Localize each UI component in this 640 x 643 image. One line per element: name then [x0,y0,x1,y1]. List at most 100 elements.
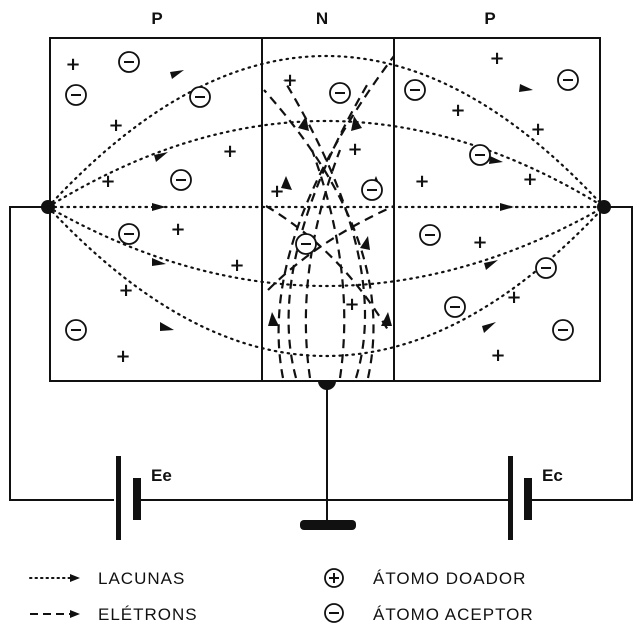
hole-arrow [519,84,533,92]
legend-label-donor: ÁTOMO DOADOR [373,569,526,588]
collector-battery [508,456,532,540]
hole-arrow [484,260,498,270]
legend-item-electrons: ELÉTRONS [30,605,198,624]
hole-path [46,205,606,287]
minus-sign [301,243,311,245]
plus-sign: + [222,141,237,162]
minus-sign [124,233,134,235]
hole-path [46,54,606,209]
legend-label-electrons: ELÉTRONS [98,605,198,624]
hole-arrow [482,322,496,333]
plus-sign: + [344,294,359,315]
base-contact [318,381,336,390]
battery-plate-short [133,478,141,520]
hole-arrow [500,203,514,211]
plus-circle-icon-v [333,573,335,583]
ground-bar [300,520,356,530]
emitter-battery-label: Ee [151,466,172,485]
plus-sign: + [170,219,185,240]
electron-arrowheads [268,116,392,326]
minus-circle-icon [324,603,344,623]
electron-arrow [381,312,392,326]
plus-sign: + [229,255,244,276]
legend-item-holes: LACUNAS [29,569,185,588]
plus-sign: + [347,139,362,160]
crystal-outline [49,37,601,382]
minus-sign [558,329,568,331]
region-label-p-left: P [151,9,162,28]
electron-paths [263,55,395,379]
minus-circle-icon-h [329,612,339,614]
region-label-p-right: P [484,9,495,28]
legend: LACUNAS ELÉTRONS ÁTOMO DOADOR ÁTOMO ACEP… [29,568,534,624]
minus-sign [71,329,81,331]
hole-arrow [154,152,168,162]
plus-sign: + [100,171,115,192]
minus-sign [475,154,485,156]
acceptor-ion-signs [71,61,573,331]
hole-arrow [160,322,174,331]
minus-sign [563,79,573,81]
electron-path [265,205,389,331]
plus-sign: + [490,345,505,366]
acceptor-ions [65,51,579,341]
electron-arrow [360,236,370,250]
plus-sign: + [269,181,284,202]
legend-label-acceptor: ÁTOMO ACEPTOR [373,605,534,624]
electron-path [267,204,395,291]
minus-sign [450,306,460,308]
hole-arrowheads [152,70,533,333]
minus-sign [195,96,205,98]
hole-path [46,120,606,209]
minus-sign [124,61,134,63]
region-label-n: N [316,9,328,28]
plus-sign: + [118,280,133,301]
legend-label-holes: LACUNAS [98,569,185,588]
minus-sign [176,179,186,181]
plus-sign: + [414,171,429,192]
plus-sign: + [522,169,537,190]
collector-wire [530,206,633,501]
collector-battery-label: Ec [542,466,563,485]
plus-sign: + [108,115,123,136]
minus-sign [335,92,345,94]
minus-sign [410,89,420,91]
plus-sign: + [472,232,487,253]
electron-arrow [281,176,292,190]
minus-sign [425,234,435,236]
hole-arrow [152,258,166,266]
plus-sign: + [450,100,465,121]
electron-path [304,149,342,379]
electron-path [277,55,395,379]
plus-sign: + [506,287,521,308]
minus-sign [541,267,551,269]
electron-arrow [268,312,279,326]
battery-plate-long [508,456,513,540]
emitter-wire [9,206,114,501]
legend-item-acceptor: ÁTOMO ACEPTOR [324,603,534,624]
circuit-wires [9,206,633,523]
plus-circle-icon [324,568,344,588]
plus-sign: + [489,48,504,69]
hole-paths [46,54,606,357]
plus-sign: + [530,119,545,140]
electron-path [263,89,375,379]
hole-path [46,205,606,357]
plus-signs: + + + + + + + + + + + + + + + + + + + + [65,48,545,367]
hole-arrow [152,203,166,211]
electron-path [283,79,367,379]
electron-path [287,79,371,379]
minus-sign [71,94,81,96]
plus-sign: + [115,346,130,367]
electron-arrow [298,116,309,131]
emitter-battery [116,456,141,540]
legend-item-donor: ÁTOMO DOADOR [324,568,526,588]
minus-sign [367,189,377,191]
arrow-icon [70,574,80,582]
hole-arrow [170,70,184,79]
arrow-icon [70,610,80,618]
battery-plate-long [116,456,121,540]
plus-sign: + [282,70,297,91]
electron-arrow [351,116,362,131]
